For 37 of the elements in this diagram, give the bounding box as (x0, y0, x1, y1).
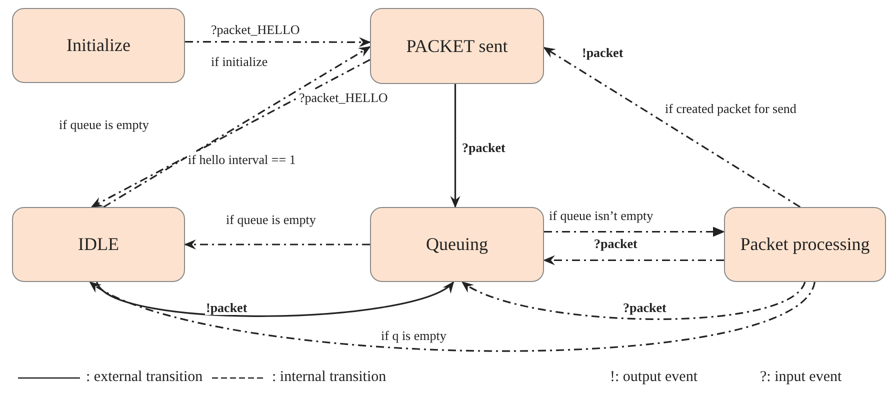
transition-arrow (543, 46, 801, 208)
state-name: Initialize (66, 35, 130, 56)
state-name: IDLE (78, 234, 119, 255)
transition-arrow (184, 240, 370, 250)
transition-arrow (88, 281, 816, 352)
edge-label: if hello interval == 1 (187, 152, 297, 167)
transition-note: if initialize (210, 54, 269, 69)
edge-label: ?packet_HELLO (210, 22, 301, 37)
state-name: PACKET sent (406, 36, 508, 56)
legend-text: !: output event (610, 370, 698, 385)
state-box (370, 8, 544, 84)
edge-label: if queue is empty (58, 117, 150, 132)
transition-arrow (543, 255, 724, 266)
state-box (724, 207, 886, 282)
legend-text: ?: input event (760, 370, 842, 385)
state-name: Packet processing (740, 234, 870, 255)
legend-text: : external transition (86, 370, 203, 385)
legend-text: : internal transition (272, 370, 386, 385)
edge-label: !packet (205, 300, 248, 315)
transition-arrow (185, 37, 371, 48)
transition-note: if created packet for send (664, 101, 798, 116)
edge-label: ?packet (593, 236, 638, 251)
state-box (12, 207, 185, 282)
edge-label: if queue is empty (225, 212, 317, 227)
state-box (370, 207, 544, 282)
state-box (12, 8, 185, 83)
transition-arrow (544, 226, 725, 237)
transition-arrow (450, 84, 460, 208)
edge-label: if q is empty (380, 328, 448, 343)
transition-note: ?packet_HELLO (298, 90, 389, 105)
transition-arrow (96, 281, 454, 317)
edge-label: ?packet (622, 300, 668, 315)
transition-arrow (461, 281, 806, 320)
edge-label: if queue isn’t empty (548, 208, 654, 223)
edge-label: !packet (581, 45, 624, 60)
edge-label: ?packet (461, 140, 506, 155)
state-name: Queuing (426, 234, 488, 255)
